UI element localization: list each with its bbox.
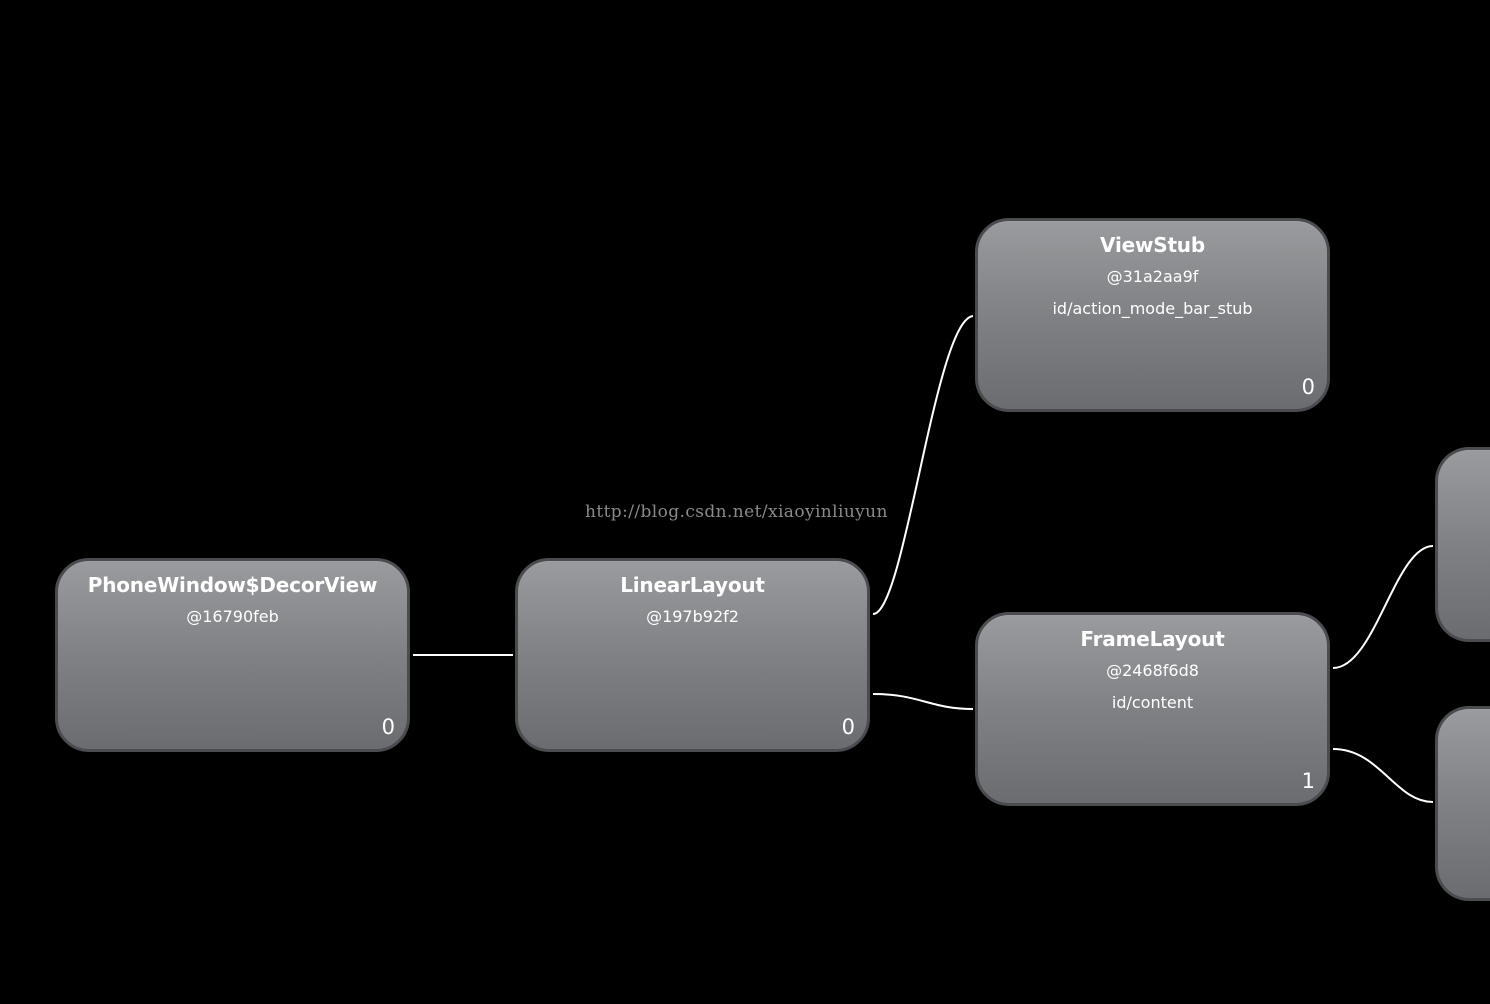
node-linearlayout[interactable]: LinearLayout @197b92f2 0 bbox=[515, 558, 870, 752]
node-child-count: 0 bbox=[1301, 375, 1315, 399]
node-child-count: 0 bbox=[841, 715, 855, 739]
node-resource-id: id/content bbox=[1111, 693, 1194, 712]
node-hash: @197b92f2 bbox=[646, 607, 739, 626]
node-child-count: 0 bbox=[381, 715, 395, 739]
node-framelayout[interactable]: FrameLayout @2468f6d8 id/content 1 bbox=[975, 612, 1330, 806]
node-resource-id: id/action_mode_bar_stub bbox=[1052, 299, 1253, 318]
node-child-count: 1 bbox=[1301, 769, 1315, 793]
node-title: PhoneWindow$DecorView bbox=[87, 573, 378, 597]
node-partial-offscreen-bottom[interactable] bbox=[1435, 706, 1490, 901]
node-phonewindow-decorview[interactable]: PhoneWindow$DecorView @16790feb 0 bbox=[55, 558, 410, 752]
connector-linearlayout-to-viewstub bbox=[872, 315, 974, 615]
node-partial-offscreen-top[interactable] bbox=[1435, 447, 1490, 642]
node-viewstub[interactable]: ViewStub @31a2aa9f id/action_mode_bar_st… bbox=[975, 218, 1330, 412]
connector-linearlayout-to-framelayout bbox=[872, 693, 974, 710]
node-title: ViewStub bbox=[1100, 233, 1205, 257]
node-title: FrameLayout bbox=[1080, 627, 1225, 651]
watermark-url: http://blog.csdn.net/xiaoyinliuyun bbox=[585, 502, 888, 522]
node-title: LinearLayout bbox=[620, 573, 765, 597]
connector-framelayout-to-child-b bbox=[1332, 748, 1434, 803]
node-hash: @31a2aa9f bbox=[1106, 267, 1199, 286]
node-hash: @2468f6d8 bbox=[1106, 661, 1199, 680]
connector-framelayout-to-child-a bbox=[1332, 545, 1434, 669]
node-hash: @16790feb bbox=[186, 607, 279, 626]
